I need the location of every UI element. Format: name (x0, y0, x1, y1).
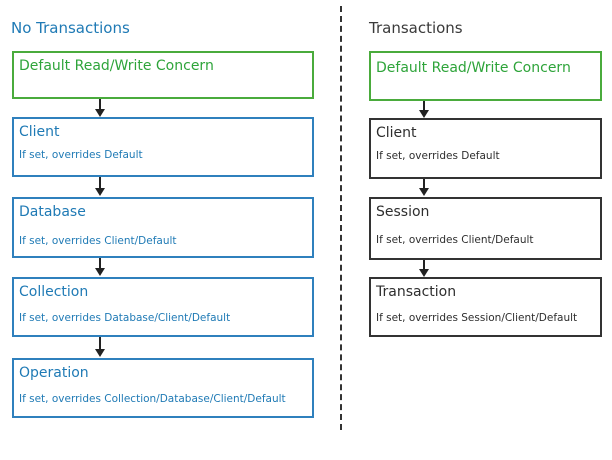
column-divider (340, 6, 342, 430)
left-collection-box: Collection If set, overrides Database/Cl… (12, 277, 314, 337)
right-client-box: Client If set, overrides Default (369, 118, 602, 179)
left-database-box: Database If set, overrides Client/Defaul… (12, 197, 314, 258)
no-transactions-heading: No Transactions (11, 19, 130, 37)
right-client-title: Client (376, 125, 417, 141)
left-database-subtitle: If set, overrides Client/Default (19, 235, 177, 247)
right-transaction-box: Transaction If set, overrides Session/Cl… (369, 277, 602, 337)
left-default-title: Default Read/Write Concern (19, 58, 214, 74)
left-client-subtitle: If set, overrides Default (19, 149, 143, 161)
right-session-box: Session If set, overrides Client/Default (369, 197, 602, 260)
left-collection-title: Collection (19, 284, 89, 300)
left-database-title: Database (19, 204, 86, 220)
right-default-box: Default Read/Write Concern (369, 51, 602, 101)
right-client-subtitle: If set, overrides Default (376, 150, 500, 162)
left-operation-box: Operation If set, overrides Collection/D… (12, 358, 314, 418)
left-client-box: Client If set, overrides Default (12, 117, 314, 177)
left-default-box: Default Read/Write Concern (12, 51, 314, 99)
right-transaction-title: Transaction (376, 284, 457, 300)
left-collection-subtitle: If set, overrides Database/Client/Defaul… (19, 312, 231, 324)
right-session-title: Session (376, 204, 430, 220)
right-default-title: Default Read/Write Concern (376, 60, 571, 76)
left-client-title: Client (19, 124, 60, 140)
transactions-heading: Transactions (369, 19, 463, 37)
left-operation-title: Operation (19, 365, 89, 381)
right-transaction-subtitle: If set, overrides Session/Client/Default (376, 312, 578, 324)
left-operation-subtitle: If set, overrides Collection/Database/Cl… (19, 393, 286, 405)
right-session-subtitle: If set, overrides Client/Default (376, 234, 534, 246)
